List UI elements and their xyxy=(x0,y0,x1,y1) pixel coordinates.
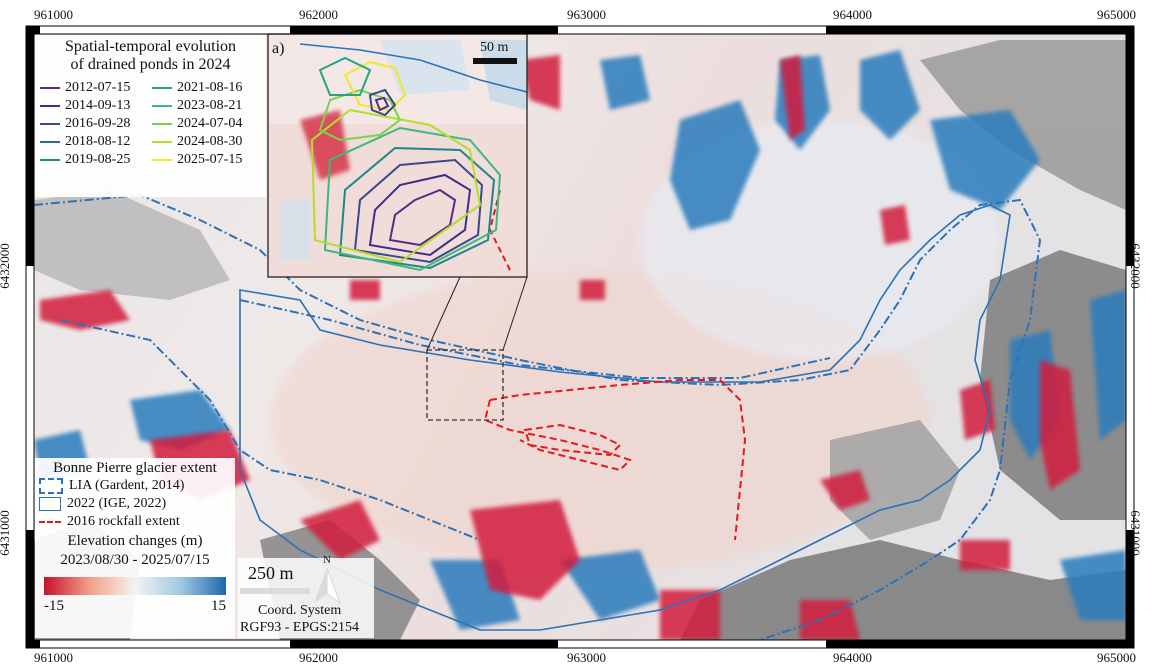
x-tick-bottom: 963000 xyxy=(567,650,606,665)
pond-legend-item: 2019-08-25 xyxy=(40,151,152,169)
ponds-legend-subtitle: of drained ponds in 2024 xyxy=(70,56,231,73)
pond-line-icon xyxy=(152,105,172,107)
crs-line2: RGF93 - EPGS:2154 xyxy=(240,620,360,635)
pond-legend-item: 2012-07-15 xyxy=(40,79,152,97)
lia-extent-outline xyxy=(34,193,1042,640)
ponds-legend: Spatial-temporal evolution of drained po… xyxy=(35,35,266,197)
map-frame-border xyxy=(25,25,1135,649)
x-tick-bottom: 964000 xyxy=(833,650,872,665)
elevation-colorbar xyxy=(44,577,226,595)
pond-line-icon xyxy=(40,141,60,143)
legend-item-rockfall: 2016 rockfall extent xyxy=(39,513,235,531)
x-tick-top: 962000 xyxy=(299,7,338,22)
legend-item-2022: 2022 (IGE, 2022) xyxy=(39,495,235,513)
north-label: N xyxy=(323,554,331,566)
ponds-legend-title: Spatial-temporal evolution xyxy=(64,38,237,55)
pond-legend-item: 2023-08-21 xyxy=(152,97,264,115)
extent-legend: Bonne Pierre glacier extent LIA (Gardent… xyxy=(35,458,235,638)
y-tick-right: 6431000 xyxy=(1127,510,1143,556)
x-tick-bottom: 962000 xyxy=(299,650,338,665)
rockfall-line-icon xyxy=(39,521,61,523)
pond-line-icon xyxy=(40,105,60,107)
extent-2022-outline xyxy=(239,204,1011,631)
legend-item-lia: LIA (Gardent, 2014) xyxy=(39,477,235,495)
scalebar-label: 250 m xyxy=(248,563,294,583)
pond-legend-item: 2024-07-04 xyxy=(152,115,264,133)
pond-legend-item: 2025-07-15 xyxy=(152,151,264,169)
y-tick-right: 6432000 xyxy=(1127,243,1143,289)
pond-legend-item: 2021-08-16 xyxy=(152,79,264,97)
pond-legend-item: 2014-09-13 xyxy=(40,97,152,115)
elevation-legend-title: Elevation changes (m) xyxy=(67,533,203,549)
x-tick-bottom: 961000 xyxy=(34,650,73,665)
colorbar-min-label: -15 xyxy=(44,598,64,614)
colorbar-max-label: 15 xyxy=(211,598,226,614)
pond-legend-item: 2024-08-30 xyxy=(152,133,264,151)
x-tick-top: 963000 xyxy=(567,7,606,22)
pond-line-icon xyxy=(152,141,172,143)
rockfall-extent-outline xyxy=(489,379,747,541)
inset-scale-bar xyxy=(473,58,517,64)
pond-line-icon xyxy=(40,159,60,161)
extent-2022-line-icon xyxy=(39,497,61,511)
x-tick-bottom: 965000 xyxy=(1097,650,1136,665)
pond-line-icon xyxy=(152,159,172,161)
x-tick-top: 961000 xyxy=(34,7,73,22)
x-tick-top: 965000 xyxy=(1097,7,1136,22)
inset-scale-label: 50 m xyxy=(480,40,509,55)
pond-legend-item: 2018-08-12 xyxy=(40,133,152,151)
inset-location-box xyxy=(426,349,504,421)
pond-contours xyxy=(310,56,502,272)
extent-legend-title: Bonne Pierre glacier extent xyxy=(53,460,217,476)
pond-line-icon xyxy=(40,87,60,89)
elevation-legend-period: 2023/08/30 - 2025/07/15 xyxy=(60,552,210,568)
map-furniture-panel xyxy=(238,558,374,638)
x-tick-top: 964000 xyxy=(833,7,872,22)
lia-line-icon xyxy=(39,478,63,494)
pond-line-icon xyxy=(152,123,172,125)
inset-map xyxy=(268,34,527,277)
pond-line-icon xyxy=(152,87,172,89)
pond-legend-item: 2016-09-28 xyxy=(40,115,152,133)
crs-line1: Coord. System xyxy=(258,603,342,618)
y-tick-left: 6431000 xyxy=(0,510,12,556)
y-tick-left: 6432000 xyxy=(0,243,12,289)
inset-panel-label: a) xyxy=(272,40,285,57)
pond-line-icon xyxy=(40,123,60,125)
